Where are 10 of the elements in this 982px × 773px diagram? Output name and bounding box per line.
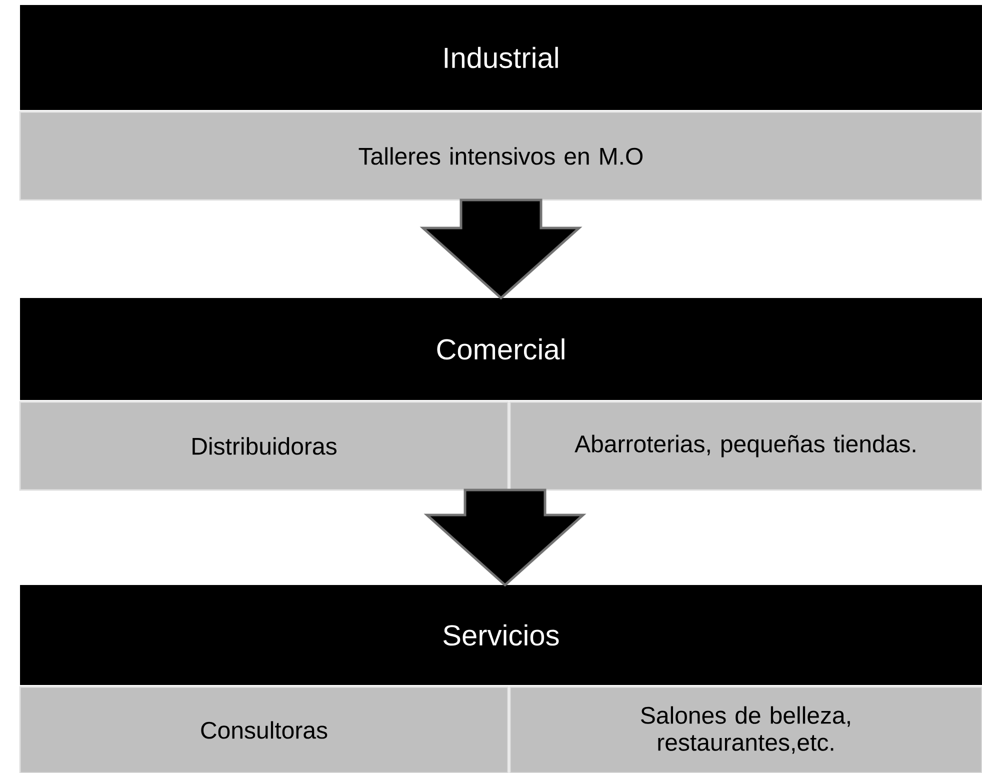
header-bar: Industrial [20, 5, 982, 110]
block-arrow [420, 198, 582, 300]
category-cell: Talleres intensivos en M.O [19, 111, 982, 201]
category-cell: Consultoras [19, 686, 509, 773]
category-cell: Distribuidoras [19, 401, 509, 491]
header-bar: Servicios [20, 585, 982, 685]
category-cell: Abarroterias, pequeñas tiendas. [509, 401, 982, 491]
category-cell: Salones de belleza, restaurantes,etc. [509, 686, 982, 773]
block-arrow [424, 488, 586, 587]
header-bar: Comercial [20, 298, 982, 400]
